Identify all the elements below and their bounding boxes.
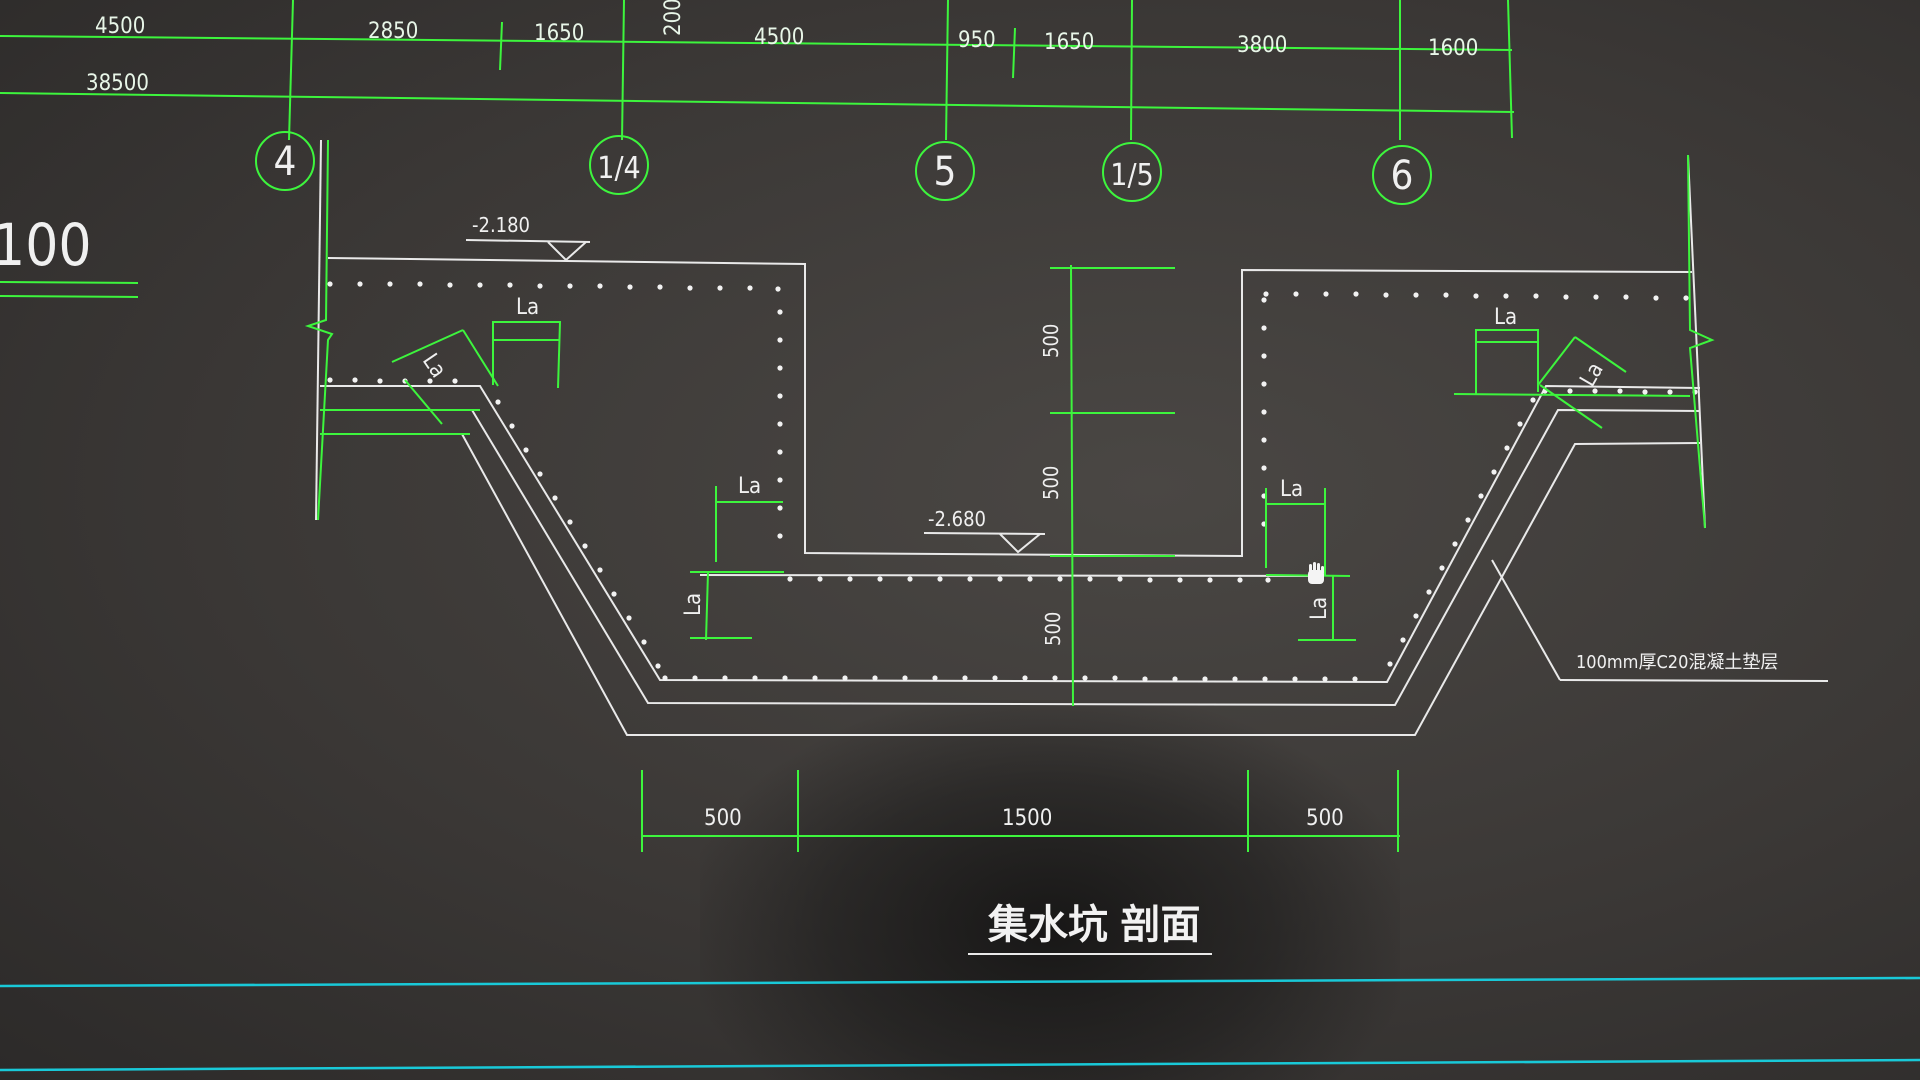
camera-shadow bbox=[700, 700, 1400, 1080]
la-label-7: La bbox=[1280, 477, 1303, 502]
bottom-dim-500-left: 500 bbox=[704, 806, 742, 831]
dim-1650-b: 1650 bbox=[1044, 30, 1094, 55]
dim-1600: 1600 bbox=[1428, 36, 1478, 61]
axis-bubble-4[interactable]: 4 bbox=[255, 131, 315, 191]
la-label-8: La bbox=[1307, 597, 1332, 620]
svg-text:-2.680: -2.680 bbox=[928, 507, 986, 531]
bottom-dimension-chain: 500 1500 500 bbox=[641, 770, 1400, 852]
partial-scale-label: 100 bbox=[0, 211, 92, 279]
la-label-4: La bbox=[681, 593, 706, 616]
pan-hand-cursor bbox=[1308, 562, 1324, 584]
axis-bubble-6[interactable]: 6 bbox=[1372, 145, 1432, 205]
sheet-frame bbox=[0, 976, 1920, 1072]
axis-bubble-5[interactable]: 5 bbox=[915, 141, 975, 201]
bottom-dim-1500: 1500 bbox=[1002, 806, 1052, 831]
elevation-marker-top: -2.180 bbox=[465, 213, 591, 262]
la-label-2: La bbox=[417, 349, 451, 382]
axis-bubble-1-5[interactable]: 1/5 bbox=[1102, 142, 1162, 202]
dim-3800: 3800 bbox=[1237, 33, 1287, 58]
la-labels: La La La La La La La La bbox=[417, 295, 1609, 620]
svg-text:100mm厚C20混凝土垫层: 100mm厚C20混凝土垫层 bbox=[1576, 652, 1778, 673]
bottom-dim-500-right: 500 bbox=[1306, 806, 1344, 831]
dim-200: 200 bbox=[661, 0, 686, 36]
vertical-dimensions: 500 500 500 bbox=[1039, 324, 1065, 646]
cushion-note: 100mm厚C20混凝土垫层 bbox=[1491, 559, 1829, 682]
svg-text:500: 500 bbox=[1039, 466, 1063, 500]
dim-38500: 38500 bbox=[86, 71, 149, 96]
svg-text:6: 6 bbox=[1391, 153, 1414, 199]
dim-2850: 2850 bbox=[368, 19, 418, 44]
la-label-3: La bbox=[738, 474, 761, 499]
svg-text:5: 5 bbox=[934, 149, 957, 195]
axis-bubble-1-4[interactable]: 1/4 bbox=[589, 135, 649, 195]
elevation-marker-bottom: -2.680 bbox=[923, 507, 1046, 554]
partial-underline bbox=[0, 281, 139, 284]
section-title: 集水坑 剖面 bbox=[968, 902, 1212, 955]
la-label-1: La bbox=[516, 295, 539, 320]
axis-bubbles: 4 1/4 5 1/5 6 bbox=[255, 131, 1432, 205]
svg-text:1/5: 1/5 bbox=[1110, 158, 1153, 193]
svg-text:500: 500 bbox=[1039, 324, 1063, 358]
svg-text:1/4: 1/4 bbox=[597, 151, 640, 186]
svg-text:-2.180: -2.180 bbox=[472, 213, 530, 237]
svg-text:4: 4 bbox=[274, 139, 297, 185]
la-label-5: La bbox=[1494, 305, 1517, 330]
svg-text:500: 500 bbox=[1041, 612, 1065, 646]
svg-text:集水坑 剖面: 集水坑 剖面 bbox=[987, 902, 1201, 948]
dim-4500-mid: 4500 bbox=[754, 25, 804, 50]
anchorage-markers bbox=[304, 139, 1715, 707]
dim-4500-left: 4500 bbox=[95, 14, 145, 39]
rebar-dots bbox=[327, 281, 1698, 682]
top-dimension-chain: 4500 2850 1650 200 4500 950 1650 3800 16… bbox=[0, 0, 1515, 141]
dim-1650-a: 1650 bbox=[534, 21, 584, 46]
dim-950: 950 bbox=[958, 28, 996, 53]
